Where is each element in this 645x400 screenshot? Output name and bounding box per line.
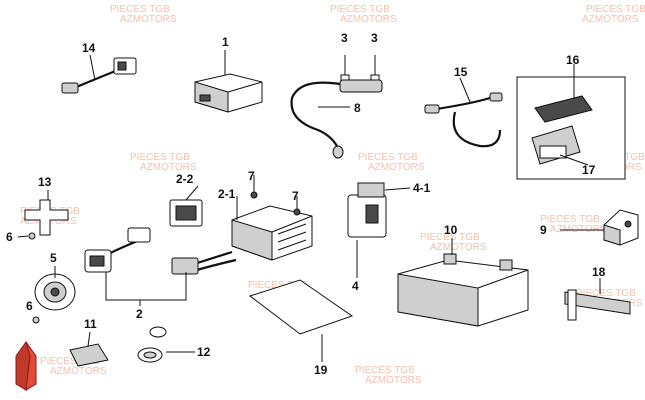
part-4-starter-relay [347,182,411,278]
watermark-text: PIECES TGB [110,4,170,15]
watermark-text: PIECES TGB [40,356,100,367]
callout-5: 5 [50,251,57,265]
watermark-text: PIECES TGB [358,152,418,163]
callout-16: 16 [566,53,580,67]
callout-12: 12 [197,345,211,359]
part-14-connector [61,54,137,94]
watermark-text: AZMOTORS [368,162,425,173]
watermark-text: AZMOTORS [430,242,487,253]
callout-13: 13 [38,175,52,189]
watermark-text: AZMOTORS [50,366,107,377]
watermark-text: AZMOTORS [120,14,177,25]
watermark-text: PIECES TGB [586,4,645,15]
callout-18: 18 [592,265,606,279]
watermark-text: AZMOTORS [365,375,422,386]
callout-7: 7 [292,189,299,203]
part-9-block [560,209,639,246]
callout-1: 1 [222,35,229,49]
part-2-harness [84,185,237,306]
watermark-text: PIECES TGB [130,152,190,163]
azmotors-logo-icon [15,340,37,391]
callout-2-2: 2-2 [176,172,194,186]
part-18-strap [564,278,631,321]
callout-2: 2 [136,307,143,321]
part-2-1-regulator [231,175,313,261]
callout-11: 11 [84,317,97,331]
callout-9: 9 [540,223,547,237]
callout-3: 3 [341,31,348,45]
part-10-battery [397,238,529,327]
callout-6: 6 [6,230,13,244]
watermark-text: PIECES TGB [420,232,480,243]
callout-10: 10 [444,223,458,237]
part-12-clamp [137,326,195,363]
callout-19: 19 [314,363,328,377]
callout-4-1: 4-1 [413,181,431,195]
watermark-text: AZMOTORS [140,162,197,173]
part-8-sensor [290,55,383,159]
part-15-cable [424,77,503,148]
callout-8: 8 [354,101,361,115]
callout-3: 3 [371,31,378,45]
watermark-text: PIECES TGB [248,280,308,291]
watermark-text: PIECES TGB [330,4,390,15]
callout-4: 4 [352,279,359,293]
part-19-plate [248,279,354,362]
watermark-text: PIECES TGB [355,365,415,376]
callout-17: 17 [582,163,596,177]
part-16-ecu-group [516,64,626,180]
part-5-horn [32,266,76,324]
callout-2-1: 2-1 [218,187,236,201]
watermark-text: PIECES TGB [576,288,636,299]
callout-15: 15 [454,65,468,79]
part-13-bracket [17,190,69,240]
callout-14: 14 [82,41,96,55]
part-1-relay [194,50,263,113]
part-11-pad [69,331,109,367]
callout-6: 6 [26,299,33,313]
watermark-text: AZMOTORS [340,14,397,25]
watermark-text: PIECES TGB [540,214,600,225]
watermark-text: AZMOTORS [582,14,639,25]
callout-7: 7 [248,169,255,183]
callout-layer: 14 1 3 3 8 15 16 17 13 6 5 6 11 12 2-2 2… [6,31,606,377]
